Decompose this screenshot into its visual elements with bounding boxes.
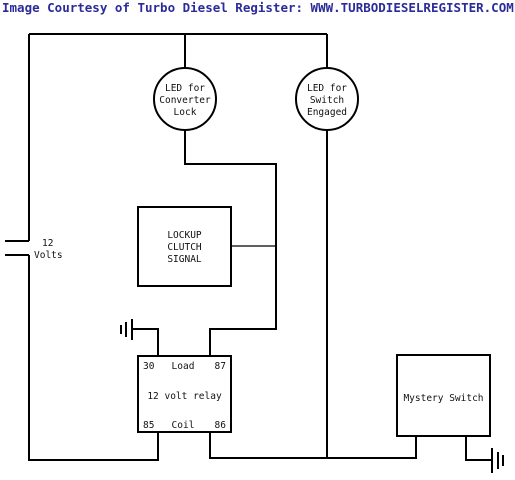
relay-coil-label: Coil (172, 420, 195, 431)
led-switch-line1: LED for (307, 83, 347, 94)
lockup-line3: SIGNAL (167, 254, 202, 265)
left-lower-wire (28, 255, 159, 461)
switch-ground-wire (465, 436, 492, 461)
battery-label-volts: Volts (34, 250, 63, 261)
led-converter-line2: Converter (159, 95, 211, 106)
image-credit: Image Courtesy of Turbo Diesel Register:… (2, 0, 514, 15)
led-converter-lock: LED for Converter Lock (153, 67, 217, 131)
led-switch-line3: Engaged (307, 107, 347, 118)
battery-label-12: 12 (42, 238, 53, 249)
relay-load-label: Load (172, 361, 195, 372)
ground-symbol-relay (120, 319, 133, 340)
led-converter-line1: LED for (165, 83, 205, 94)
lockup-clutch-signal-box: LOCKUP CLUTCH SIGNAL (137, 206, 232, 287)
relay-box: 30 Load 87 12 volt relay 85 Coil 86 (137, 355, 232, 433)
mystery-switch-label: Mystery Switch (403, 393, 483, 404)
relay-30-ground-wire (132, 328, 159, 356)
ground-symbol-switch (491, 448, 504, 473)
relay-pin-30: 30 (143, 361, 155, 372)
led-converter-line3: Lock (174, 107, 197, 118)
led-switch-line2: Switch (310, 95, 344, 106)
relay-86-to-switch-wire (209, 432, 417, 459)
relay-pin-85: 85 (143, 420, 154, 431)
relay-pin-87: 87 (215, 361, 226, 372)
lockup-line2: CLUTCH (167, 242, 202, 253)
relay-pin-86: 86 (215, 420, 227, 431)
relay-name: 12 volt relay (147, 391, 222, 402)
led-switch-engaged: LED for Switch Engaged (295, 67, 359, 131)
mystery-switch-box: Mystery Switch (396, 354, 491, 437)
lockup-line1: LOCKUP (167, 230, 202, 241)
